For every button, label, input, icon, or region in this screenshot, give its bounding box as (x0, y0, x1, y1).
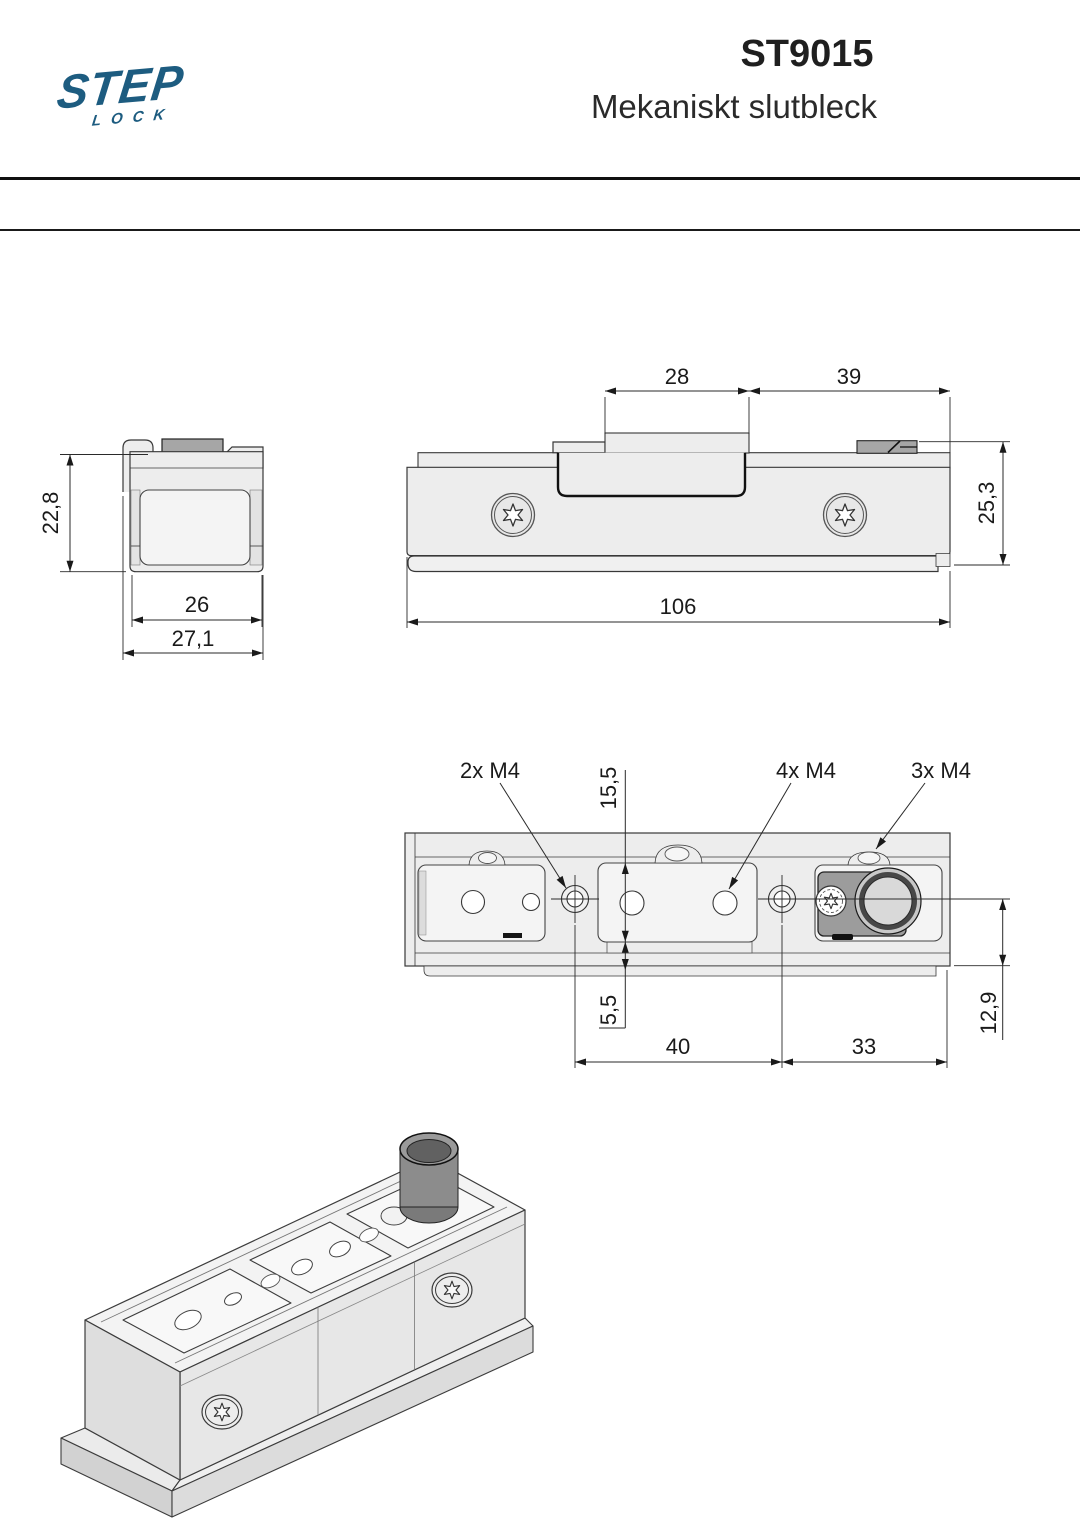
top-edge-dim: 5,5 (596, 995, 621, 1026)
header-rule-bottom (0, 229, 1080, 231)
iso-screw-right (431, 1272, 473, 1308)
top-middle-recess (597, 844, 758, 954)
top-right-recess (814, 851, 943, 942)
hole-target-right (758, 875, 806, 923)
label-2x-m4: 2x M4 (460, 758, 520, 783)
front-height-dim: 25,3 (974, 482, 999, 525)
iso-end-face (84, 1319, 181, 1481)
page-subtitle: Mekaniskt slutbleck (590, 88, 878, 125)
front-latch-span-dim: 39 (837, 364, 861, 389)
hole-target-left (551, 875, 599, 923)
top-recess-depth-dim: 15,5 (596, 767, 621, 810)
isometric-view (60, 1132, 534, 1518)
side-pocket (139, 489, 251, 566)
side-height-dim: 22,8 (38, 492, 63, 535)
top-span-left-dim: 40 (666, 1034, 690, 1059)
top-center-offset-dim: 12,9 (976, 992, 1001, 1035)
side-outer-width-dim: 27,1 (172, 626, 215, 651)
header-rule-top (0, 177, 1080, 180)
front-pocket-width-dim: 28 (665, 364, 689, 389)
label-3x-m4: 3x M4 (911, 758, 971, 783)
iso-pocket-middle (249, 1221, 392, 1294)
front-screw-right (822, 492, 868, 538)
iso-pocket-left (122, 1268, 292, 1354)
page-title: ST9015 (740, 33, 874, 75)
side-inner-width-dim: 26 (185, 592, 209, 617)
top-view: 2x M4 4x M4 3x M4 15,5 5,5 40 33 1 (404, 758, 1010, 1068)
top-left-recess (417, 850, 546, 942)
side-view: 22,8 26 27,1 (38, 438, 264, 660)
front-screw-left (490, 492, 536, 538)
top-span-right-dim: 33 (852, 1034, 876, 1059)
iso-cylinder (399, 1132, 459, 1224)
label-4x-m4: 4x M4 (776, 758, 836, 783)
front-view: 28 39 25,3 106 (406, 364, 1010, 628)
front-length-dim: 106 (660, 594, 697, 619)
front-strike-pocket (556, 452, 747, 498)
iso-screw-left (201, 1394, 243, 1430)
